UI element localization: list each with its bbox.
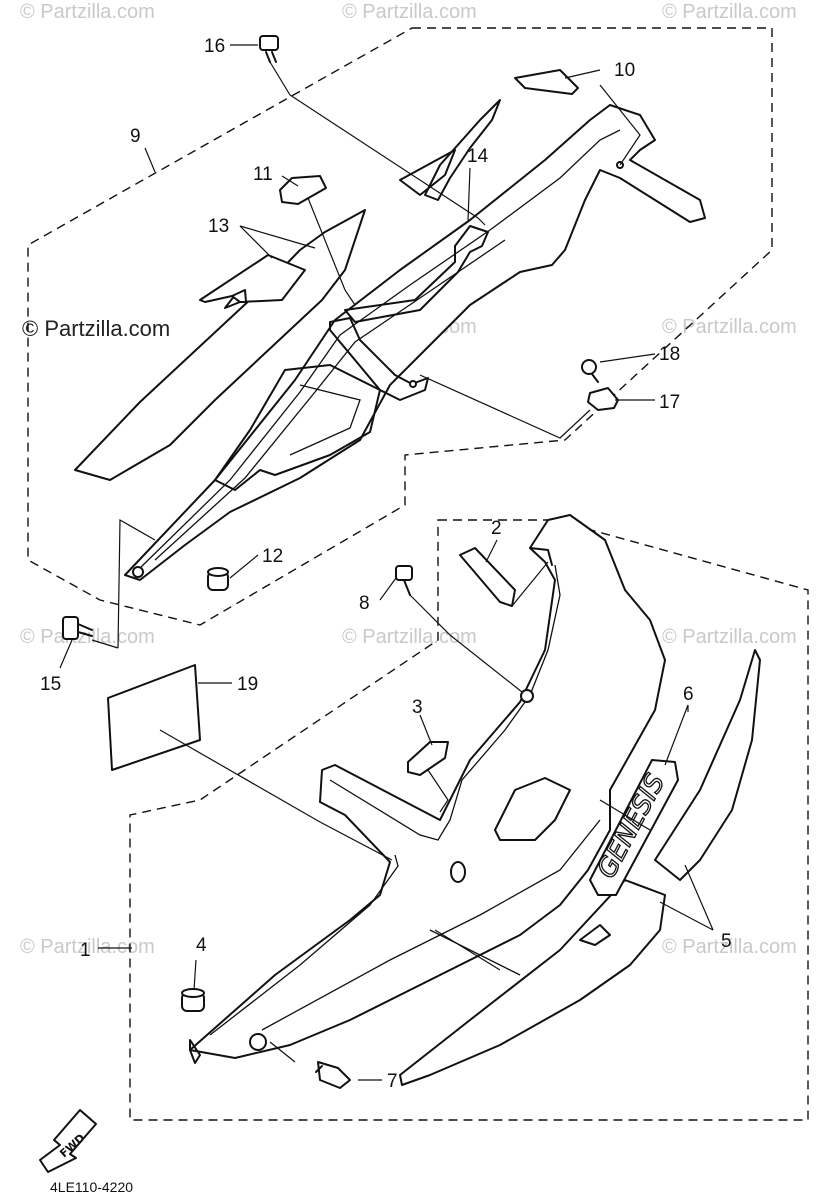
callout-15: 15 [40, 674, 61, 695]
callout-3: 3 [412, 697, 423, 718]
part-4-grommet [181, 988, 205, 1012]
callout-6: 6 [683, 684, 694, 705]
part-11-pad [279, 175, 327, 205]
part-18-screw [581, 359, 599, 383]
callout-14: 14 [467, 146, 489, 167]
callout-18: 18 [659, 344, 680, 365]
callout-7: 7 [387, 1071, 398, 1092]
part-16-bolt [259, 35, 279, 63]
callout-19: 19 [237, 674, 258, 695]
lower-side-cover [189, 514, 666, 1064]
part-2-pad [459, 547, 516, 607]
part-10-pad [514, 69, 579, 95]
leader-lines [59, 44, 714, 1081]
watermark-6: © Partzilla.com [20, 626, 155, 648]
watermark-3: © Partzilla.com [662, 1, 797, 23]
callout-9: 9 [130, 126, 141, 147]
part-17-clip [587, 387, 619, 411]
watermark-8: © Partzilla.com [662, 626, 797, 648]
callout-10: 10 [614, 60, 635, 81]
part-5-panel-lower [399, 879, 666, 1086]
callout-17: 17 [659, 392, 680, 413]
part-13-panel-b [231, 289, 247, 303]
part-3-pad [407, 741, 449, 776]
upper-assembly-boundary [27, 27, 773, 626]
callout-4: 4 [196, 935, 207, 956]
callout-13: 13 [208, 216, 229, 237]
callout-12: 12 [262, 546, 283, 567]
watermark-11: © Partzilla.com [662, 936, 797, 958]
callout-8: 8 [359, 593, 370, 614]
part-8-screw [395, 565, 413, 596]
watermark-9: © Partzilla.com [20, 936, 155, 958]
part-7-bolt [315, 1061, 351, 1089]
watermark-1: © Partzilla.com [20, 1, 155, 23]
callout-1: 1 [80, 940, 91, 961]
watermark-7: © Partzilla.com [342, 626, 477, 648]
callout-5: 5 [721, 931, 732, 952]
part-12-grommet [207, 567, 229, 591]
callout-11: 11 [253, 164, 273, 185]
callouts: 1 2 3 4 5 6 7 8 9 10 11 12 13 14 15 16 1… [40, 36, 732, 1092]
fwd-arrow-icon: FWD [39, 1109, 97, 1173]
callout-16: 16 [204, 36, 225, 57]
part-5-panel-upper [654, 649, 761, 881]
part-19-sheet [107, 664, 201, 771]
watermark-main: © Partzilla.com [22, 316, 170, 341]
diagram-code: 4LE110-4220 [50, 1179, 133, 1195]
callout-2: 2 [491, 518, 502, 539]
watermark-2: © Partzilla.com [342, 1, 477, 23]
watermark-5: © Partzilla.com [662, 316, 797, 338]
part-15-bolt [62, 616, 93, 640]
part-5-detail [579, 924, 611, 946]
part-13-panel [199, 254, 306, 303]
